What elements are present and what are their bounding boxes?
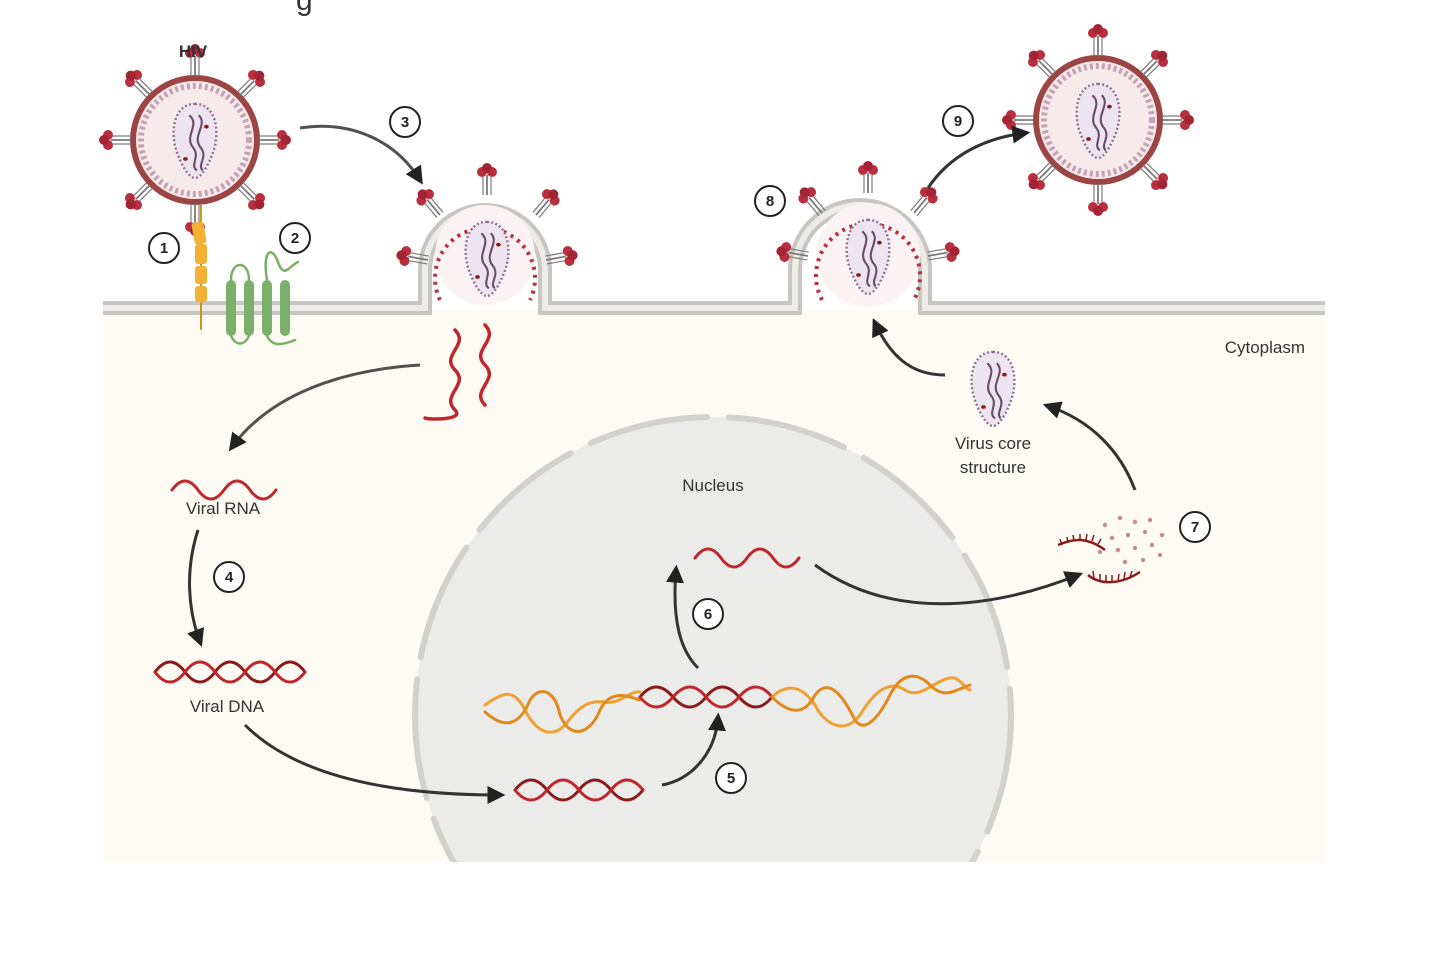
cytoplasm-label: Cytoplasm [1225,338,1305,357]
nucleus [412,414,1014,862]
step-number: 5 [727,770,735,787]
step-circle [213,561,245,593]
cd4-receptor [191,205,207,330]
step-1-marker: 1 [148,232,180,264]
viral-rna-label: Viral RNA [186,499,261,518]
arrow-reverse-transcription [187,529,205,648]
step-circle [715,762,747,794]
translation-components [1057,515,1165,584]
released-virion [1002,24,1194,216]
step-number: 2 [291,230,299,247]
step-number: 6 [704,606,712,623]
step-circle [1179,511,1211,543]
arrow-transcription [666,564,700,670]
arrow-rna-release [228,363,421,452]
header-fragment: g [296,0,313,17]
step-number: 9 [954,113,962,130]
step-9-marker: 9 [942,105,974,137]
arrow-release [926,125,1031,189]
released-viral-rna [423,323,492,421]
integrated-host-dna [483,674,972,734]
nuclear-viral-dna [513,778,645,802]
step-circle [148,232,180,264]
step-number: 7 [1191,519,1199,536]
budding-virion [773,160,963,307]
step-7-marker: 7 [1179,511,1211,543]
step-number: 4 [225,569,234,586]
step-5-marker: 5 [715,762,747,794]
step-circle [389,106,421,138]
nucleus-label: Nucleus [682,476,743,495]
step-circle [754,185,786,217]
hiv-virion [99,44,291,236]
step-number: 3 [401,114,409,131]
hiv-label: HIV [179,42,208,61]
step-number: 1 [160,240,168,257]
arrow-entry-to-fusion [299,124,423,185]
pathway-arrows [187,124,1137,804]
fusing-virion [393,162,581,305]
viral-dna-strand [153,660,307,684]
step-circle [279,222,311,254]
virus-core-label-line1: Virus core [955,434,1031,453]
step-6-marker: 6 [692,598,724,630]
arrow-to-budding [872,318,946,377]
transcribed-viral-rna [693,547,801,569]
arrow-nuclear-import [243,723,506,804]
step-number: 8 [766,193,774,210]
step-2-marker: 2 [279,222,311,254]
step-8-marker: 8 [754,185,786,217]
viral-dna-label: Viral DNA [190,697,265,716]
step-markers: 1 2 3 4 5 6 7 8 9 [148,105,1211,794]
ccr5-coreceptor [226,251,300,346]
arrow-export [814,563,1084,606]
step-circle [942,105,974,137]
viral-rna-strand [170,479,278,501]
step-circle [692,598,724,630]
virus-core-label-line2: structure [960,458,1026,477]
arrow-integration [661,712,726,787]
arrow-assembly [1042,401,1137,491]
step-3-marker: 3 [389,106,421,138]
step-4-marker: 4 [213,561,245,593]
